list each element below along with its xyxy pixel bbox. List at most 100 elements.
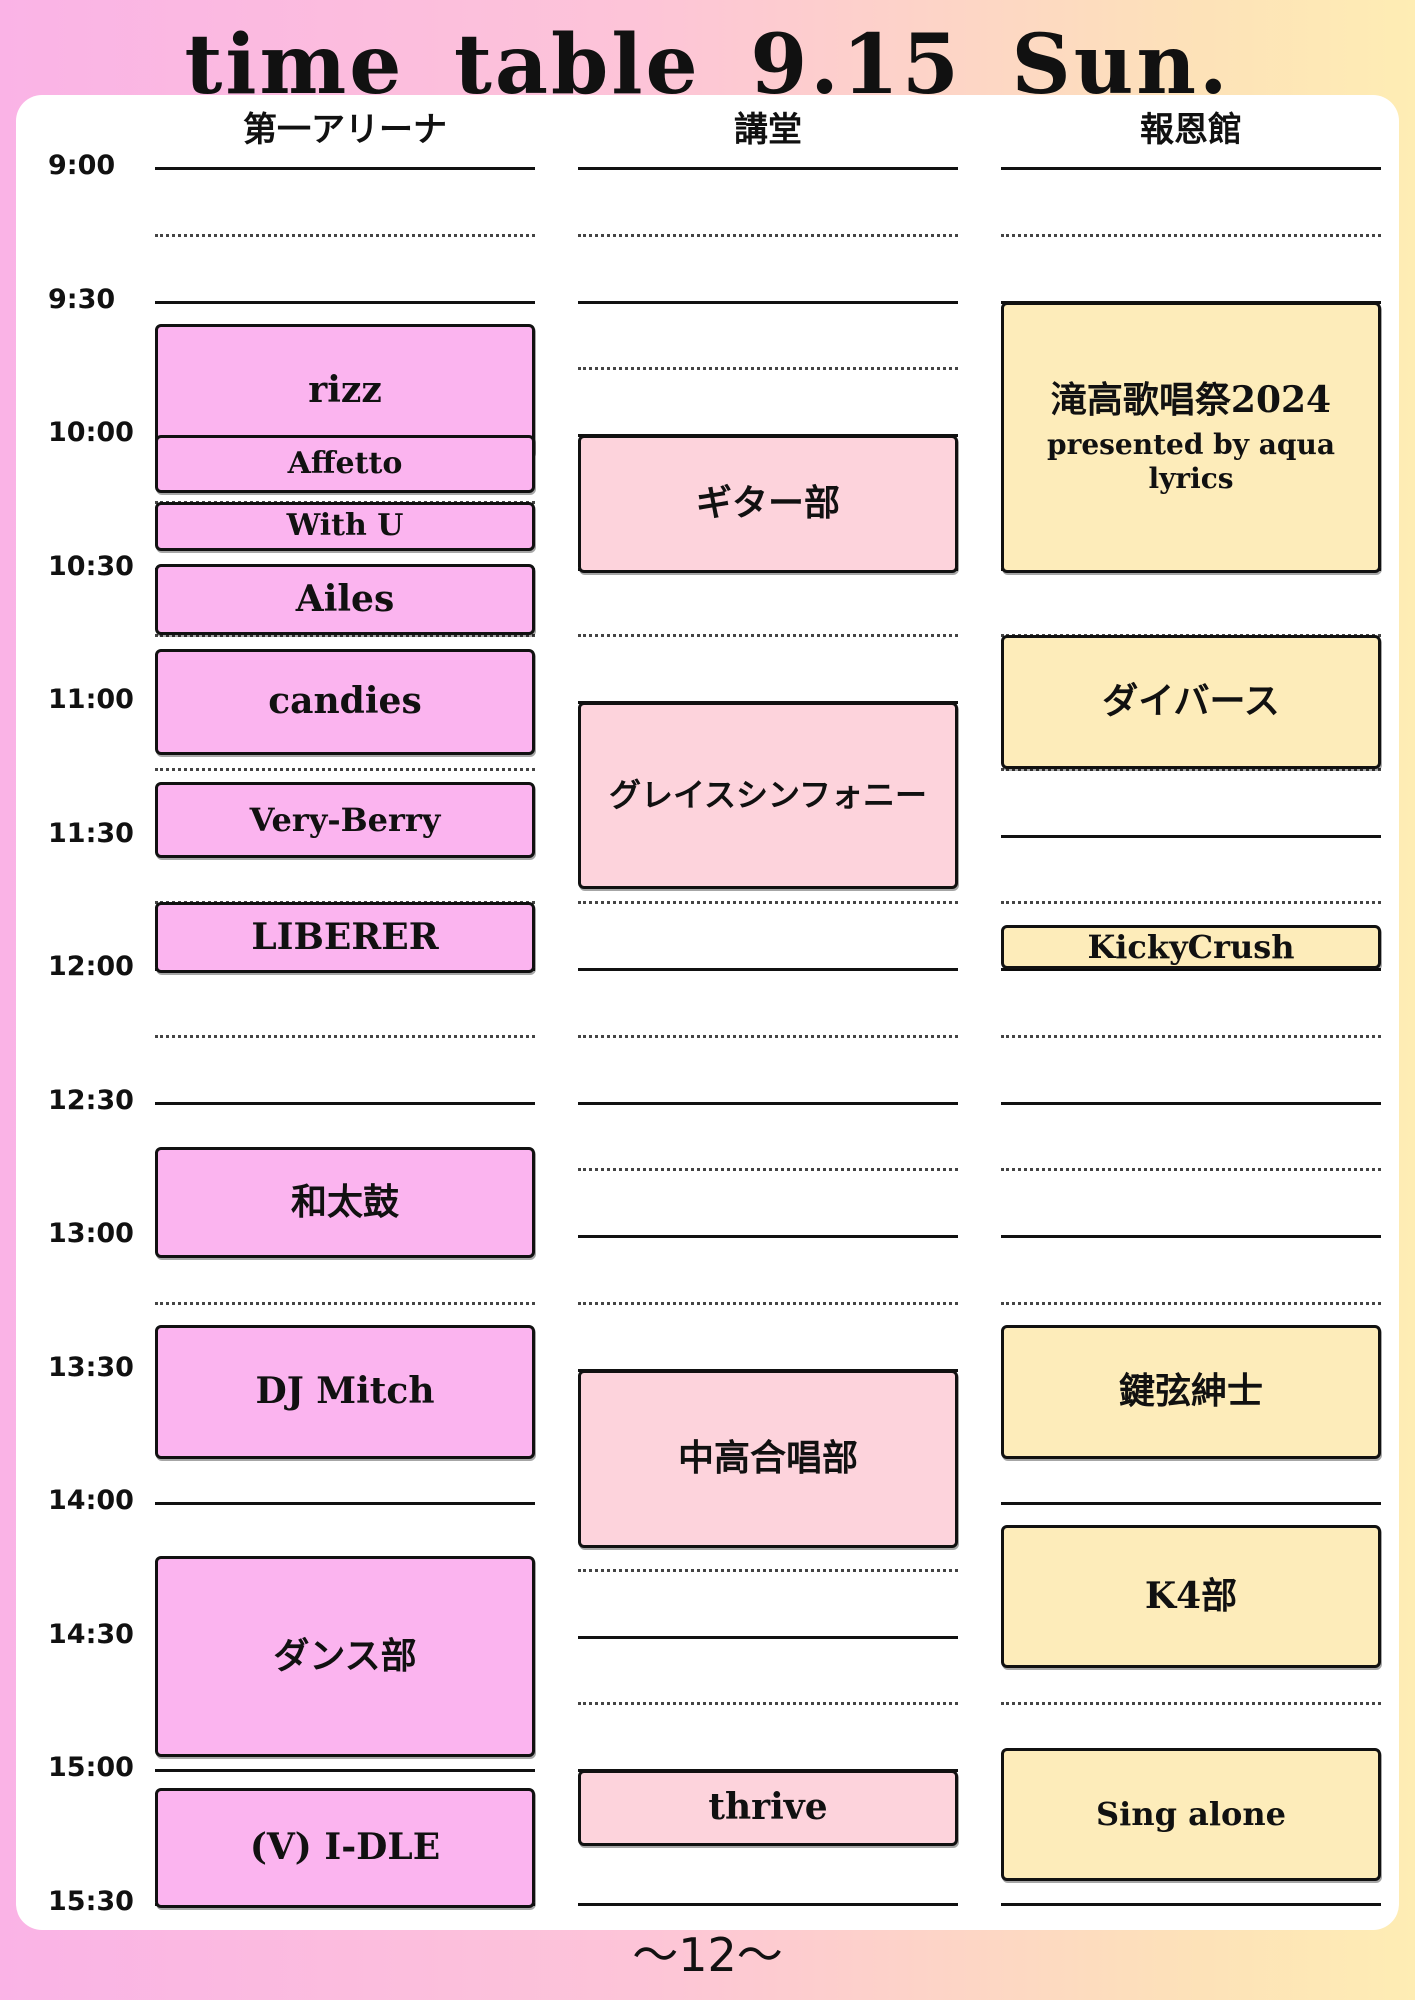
grid-line-dotted <box>578 901 958 905</box>
event-title: 鍵弦紳士 <box>1118 1370 1263 1413</box>
grid-line-solid <box>1001 1101 1381 1105</box>
grid-line-solid <box>578 300 958 304</box>
event-block-arena[interactable]: ダンス部 <box>155 1556 535 1757</box>
grid-line-solid <box>155 1502 535 1505</box>
grid-line-dotted <box>1001 1168 1381 1172</box>
event-title: thrive <box>708 1786 828 1829</box>
event-block-arena[interactable]: candies <box>155 648 535 756</box>
event-block-arena[interactable]: Very-Berry <box>155 782 535 858</box>
time-label: 13:00 <box>48 1218 134 1249</box>
event-subtitle: presented by aqua lyrics <box>1047 428 1335 495</box>
grid-line-dotted <box>155 634 535 638</box>
event-title: Affetto <box>287 445 403 481</box>
event-block-auditorium[interactable]: グレイスシンフォニー <box>578 702 958 889</box>
grid-line-dotted <box>1001 1034 1381 1038</box>
time-label: 15:30 <box>48 1885 134 1917</box>
event-title: candies <box>268 680 422 723</box>
time-label: 15:00 <box>48 1752 134 1783</box>
event-title: Ailes <box>295 578 395 621</box>
grid-line-solid <box>1001 167 1381 170</box>
grid-line-dotted <box>578 1301 958 1305</box>
event-block-hoonkan[interactable]: KickyCrush <box>1001 924 1381 969</box>
time-label: 14:30 <box>48 1618 134 1650</box>
time-label: 12:30 <box>48 1084 134 1116</box>
grid-line-dotted <box>1001 1301 1381 1305</box>
grid-line-dotted <box>578 1568 958 1572</box>
event-title: 和太鼓 <box>290 1181 399 1224</box>
grid-line-solid <box>155 1769 535 1772</box>
event-block-hoonkan[interactable]: Sing alone <box>1001 1747 1381 1882</box>
grid-line-dotted <box>155 767 535 771</box>
grid-line-dotted <box>578 1168 958 1172</box>
grid-line-dotted <box>578 367 958 371</box>
event-block-hoonkan[interactable]: ダイバース <box>1001 635 1381 769</box>
grid-line-solid <box>578 1101 958 1105</box>
grid-line-dotted <box>155 1034 535 1038</box>
event-title: Very-Berry <box>249 800 441 839</box>
grid-line-dotted <box>155 233 535 237</box>
time-label: 14:00 <box>48 1485 134 1516</box>
event-block-arena[interactable]: (V) I-DLE <box>155 1787 535 1908</box>
grid-line-dotted <box>1001 233 1381 237</box>
event-block-hoonkan[interactable]: 鍵弦紳士 <box>1001 1325 1381 1459</box>
event-title: DJ Mitch <box>255 1370 435 1413</box>
event-title: ダンス部 <box>273 1634 417 1677</box>
event-title: KickyCrush <box>1087 927 1295 966</box>
grid-line-solid <box>578 1902 958 1906</box>
grid-line-solid <box>155 1101 535 1105</box>
event-block-arena[interactable]: LIBERER <box>155 902 535 974</box>
venue-header-hoonkan: 報恩館 <box>1140 110 1242 150</box>
grid-line-solid <box>578 167 958 170</box>
event-block-auditorium[interactable]: 中高合唱部 <box>578 1369 958 1548</box>
grid-line-solid <box>1001 1235 1381 1238</box>
event-title: (V) I-DLE <box>249 1826 441 1869</box>
page-number: 〜12〜 <box>632 1928 783 1982</box>
event-block-arena[interactable]: Ailes <box>155 564 535 636</box>
grid-line-solid <box>1001 968 1381 971</box>
grid-line-solid <box>155 167 535 170</box>
time-label: 9:00 <box>48 150 116 181</box>
event-block-arena[interactable]: DJ Mitch <box>155 1325 535 1459</box>
grid-line-solid <box>1001 1502 1381 1505</box>
event-title: ギター部 <box>695 482 840 525</box>
grid-line-dotted <box>1001 901 1381 905</box>
event-block-arena[interactable]: With U <box>155 501 535 551</box>
event-title: rizz <box>308 368 382 411</box>
event-title: K4部 <box>1144 1574 1238 1617</box>
time-label: 12:00 <box>48 951 134 982</box>
grid-line-solid <box>578 1635 958 1639</box>
time-label: 10:00 <box>48 417 134 448</box>
grid-line-dotted <box>155 1301 535 1305</box>
venue-header-auditorium: 講堂 <box>734 110 802 150</box>
grid-line-solid <box>578 968 958 971</box>
time-label: 9:30 <box>48 283 116 315</box>
time-label: 11:30 <box>48 817 134 849</box>
grid-line-solid <box>1001 1902 1381 1906</box>
event-title: 中高合唱部 <box>677 1436 858 1479</box>
event-title: 滝高歌唱祭2024 <box>1050 379 1332 422</box>
event-block-arena[interactable]: 和太鼓 <box>155 1147 535 1259</box>
grid-line-solid <box>1001 834 1381 838</box>
grid-line-dotted <box>1001 1702 1381 1706</box>
grid-line-dotted <box>578 1034 958 1038</box>
time-label: 13:30 <box>48 1351 134 1383</box>
event-title: ダイバース <box>1102 680 1280 723</box>
grid-line-dotted <box>578 233 958 237</box>
grid-line-dotted <box>1001 767 1381 771</box>
grid-line-dotted <box>578 1702 958 1706</box>
grid-line-solid <box>155 300 535 304</box>
event-title: グレイスシンフォニー <box>608 776 928 815</box>
time-label: 11:00 <box>48 684 134 715</box>
event-block-auditorium[interactable]: thrive <box>578 1770 958 1846</box>
grid-line-solid <box>578 1235 958 1238</box>
time-label: 10:30 <box>48 550 134 582</box>
event-title: With U <box>286 508 404 544</box>
event-block-arena[interactable]: Affetto <box>155 435 535 493</box>
event-title: LIBERER <box>251 916 439 959</box>
grid-line-dotted <box>578 634 958 638</box>
event-block-hoonkan[interactable]: 滝高歌唱祭2024 presented by aqua lyrics <box>1001 301 1381 573</box>
event-block-hoonkan[interactable]: K4部 <box>1001 1525 1381 1668</box>
event-title: Sing alone <box>1096 1795 1286 1834</box>
event-block-auditorium[interactable]: ギター部 <box>578 435 958 573</box>
venue-header-arena: 第一アリーナ <box>243 110 447 150</box>
